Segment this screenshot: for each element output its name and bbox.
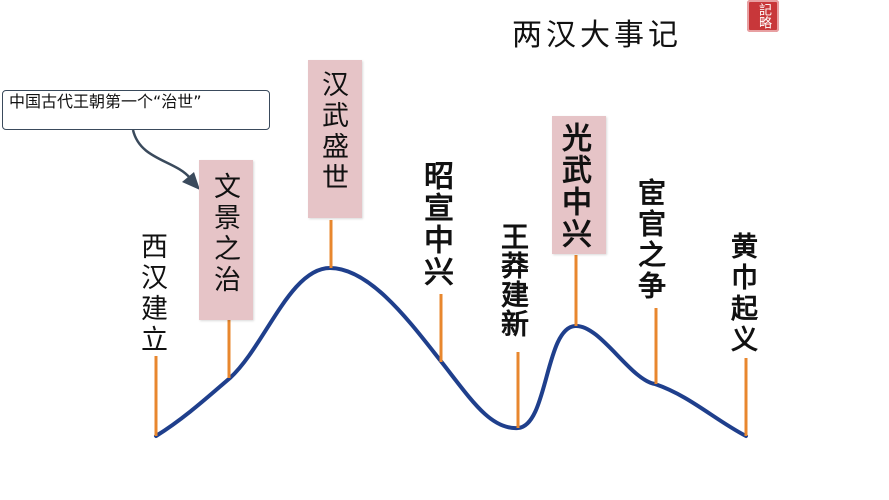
event-label-guangwu-zhongxing: 光武中兴 xyxy=(556,122,591,250)
highlight-box-wenjing xyxy=(199,160,253,320)
seal-stamp-icon: 記略 xyxy=(747,0,779,32)
event-label-huangjin-qiyi: 黄巾起义 xyxy=(726,232,757,356)
event-label-huanguan-zhizheng: 宦官之争 xyxy=(634,178,667,302)
event-label-wangmang-jianxin: 王莽建新 xyxy=(497,222,530,338)
trend-curve xyxy=(154,265,748,438)
event-label-hanwu-shengshi: 汉武盛世 xyxy=(317,70,348,194)
event-label-zhaoxuan-zhongxing: 昭宣中兴 xyxy=(418,160,453,288)
arrow-head-icon xyxy=(182,172,200,190)
event-label-wenjing-zhizhi: 文景之治 xyxy=(209,172,240,296)
callout-arrow xyxy=(131,129,191,179)
callout-note: 中国古代王朝第一个“治世” xyxy=(2,90,270,130)
diagram-title: 两汉大事记 xyxy=(512,18,682,53)
event-label-xihan-jianli: 西汉建立 xyxy=(136,232,167,356)
highlight-box-guangwu xyxy=(552,116,606,254)
highlight-box-hanwu xyxy=(308,60,362,218)
